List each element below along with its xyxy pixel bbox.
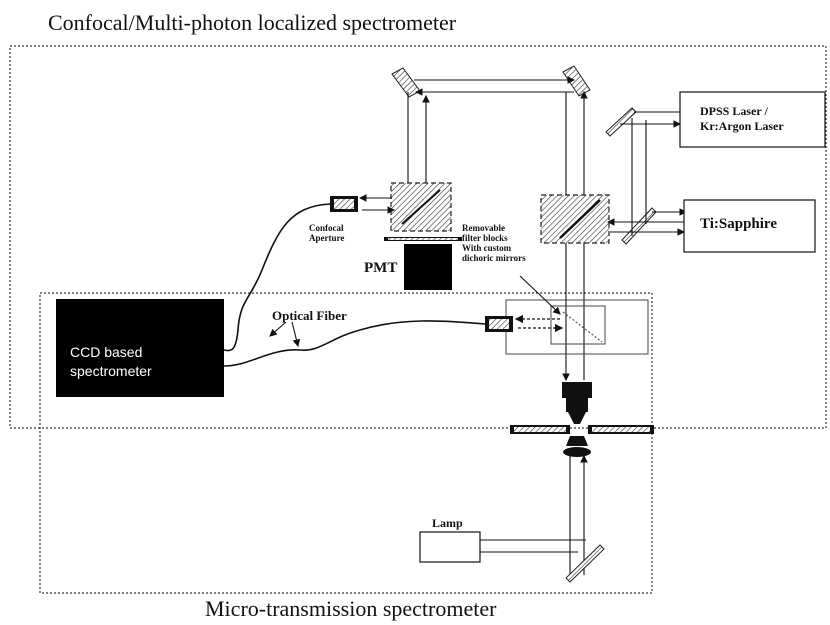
top-left-mirror <box>391 67 421 98</box>
condenser <box>563 436 591 457</box>
bottom-region-title: Micro-transmission spectrometer <box>205 596 497 621</box>
dpss-laser-label-line2: Kr:Argon Laser <box>700 119 784 133</box>
dpss-laser-label: DPSS Laser / Kr:Argon Laser <box>700 104 784 134</box>
lower-filter-box <box>505 299 649 355</box>
top-right-mirror <box>562 65 591 97</box>
filter-label-line1: Removable <box>462 223 505 233</box>
lamp-label: Lamp <box>432 516 463 530</box>
dpss-laser-label-line1: DPSS Laser / <box>700 104 768 118</box>
confocal-label-line2: Aperture <box>309 233 345 243</box>
filter-blocks-label: Removable filter blocks With custom dich… <box>462 223 526 263</box>
confocal-aperture-label: Confocal Aperture <box>309 223 344 243</box>
lamp-box <box>419 531 481 563</box>
top-region-title: Confocal/Multi-photon localized spectrom… <box>48 10 457 35</box>
objective-lens <box>562 382 592 424</box>
fiber-cable-transmission <box>223 320 486 367</box>
ti-sapphire-box <box>683 199 816 253</box>
dpss-laser-box <box>679 91 826 148</box>
ccd-spectrometer-label: CCD based spectrometer <box>70 343 152 381</box>
ccd-label-line2: spectrometer <box>70 363 152 379</box>
optical-fiber-label: Optical Fiber <box>272 308 347 323</box>
filter-label-line4: dichoric mirrors <box>462 253 526 263</box>
confocal-region-border <box>9 45 827 429</box>
lamp-mirror <box>565 544 605 583</box>
laser-mirror-mid <box>621 207 657 245</box>
confocal-label-line1: Confocal <box>309 223 344 233</box>
pmt-label: PMT <box>364 260 398 276</box>
transmission-region-border <box>39 292 653 594</box>
fiber-cable-confocal <box>223 203 331 352</box>
pmt-detector <box>404 244 452 290</box>
ti-sapphire-label: Ti:Sapphire <box>700 216 777 232</box>
ccd-label-line1: CCD based <box>70 344 143 360</box>
filter-label-line2: filter blocks <box>462 233 508 243</box>
filter-label-line3: With custom <box>462 243 512 253</box>
ccd-spectrometer: CCD based spectrometer <box>56 299 224 397</box>
